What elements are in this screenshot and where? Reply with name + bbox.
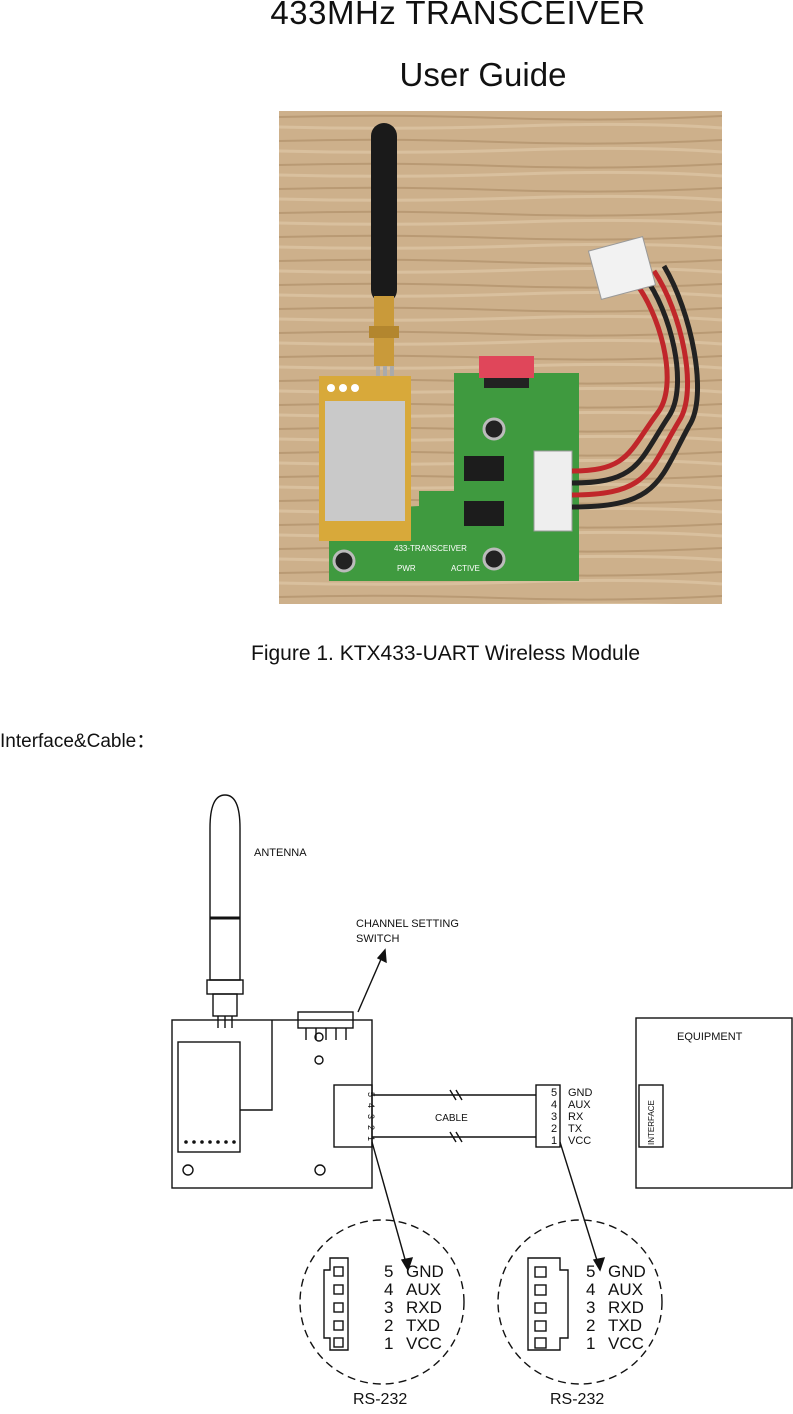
rs232-left-pin-num: 4 — [384, 1280, 393, 1299]
antenna-connector — [206, 979, 244, 995]
rs232-right-housing — [527, 1257, 569, 1351]
rs232-left-circle — [299, 1219, 465, 1385]
rs232-left-pin-name: AUX — [406, 1280, 441, 1299]
cable-label: CABLE — [435, 1113, 468, 1124]
board-pin: 4 — [366, 1103, 376, 1108]
rs232-right-pin-num: 4 — [586, 1280, 595, 1299]
board-pin: 1 — [366, 1136, 376, 1141]
far-pin-name: RX — [568, 1111, 584, 1123]
board-label: 433-TRANSCEIVER — [394, 544, 467, 553]
equipment-interface — [638, 1084, 664, 1148]
rs232-left-pin-num: 3 — [384, 1298, 393, 1317]
rs232-left-pin-num: 5 — [384, 1262, 393, 1281]
far-pin-num: 1 — [551, 1135, 557, 1147]
rs232-left-housing — [323, 1257, 349, 1351]
switch-label-line1: CHANNEL SETTING — [356, 918, 459, 930]
pwr-label: PWR — [397, 564, 416, 573]
far-pin-name: TX — [568, 1123, 583, 1135]
rs232-right-pin-name: RXD — [608, 1298, 644, 1317]
far-pin-name: AUX — [568, 1099, 591, 1111]
rs232-right-pin-num: 3 — [586, 1298, 595, 1317]
rs232-left-pin-name: RXD — [406, 1298, 442, 1317]
far-pin-num: 2 — [551, 1123, 557, 1135]
rs232-left-pin-name: GND — [406, 1262, 444, 1281]
module-outline — [177, 1041, 241, 1153]
rs232-left-label: RS-232 — [353, 1391, 407, 1408]
rs232-right-circle — [497, 1219, 663, 1385]
interface-label: INTERFACE — [647, 1100, 656, 1145]
rs232-left-pin-name: TXD — [406, 1316, 440, 1335]
dip-switch-icon — [479, 356, 534, 388]
board-pin: 2 — [366, 1125, 376, 1130]
far-pin-num: 3 — [551, 1111, 557, 1123]
far-pin-num: 5 — [551, 1087, 557, 1099]
far-end-connector — [535, 1084, 561, 1148]
module-photo-illustration: 433-TRANSCEIVER PWR ACTIVE — [279, 111, 722, 604]
product-photo: 433-TRANSCEIVER PWR ACTIVE — [279, 111, 722, 604]
antenna-label: ANTENNA — [254, 847, 307, 859]
rf-module — [319, 376, 411, 541]
board-pin: 5 — [366, 1092, 376, 1097]
far-pin-name: VCC — [568, 1135, 591, 1147]
rs232-right-label: RS-232 — [550, 1391, 604, 1408]
section-heading: Interface&Cable： — [0, 731, 156, 752]
document-title: 433MHz TRANSCEIVER — [270, 0, 646, 31]
interface-diagram: ANTENNA CHANNEL SETTING SWITCH CABLE EQU… — [150, 790, 793, 1414]
rs232-right-pin-num: 2 — [586, 1316, 595, 1335]
antenna-body — [209, 794, 241, 981]
rs232-left-pin-num: 2 — [384, 1316, 393, 1335]
interface-diagram-svg: ANTENNA CHANNEL SETTING SWITCH CABLE EQU… — [171, 794, 793, 1408]
antenna-icon — [369, 123, 399, 386]
board-connector — [333, 1084, 373, 1148]
rs232-right-pin-num: 5 — [586, 1262, 595, 1281]
far-pin-num: 4 — [551, 1099, 557, 1111]
document-subtitle: User Guide — [399, 56, 567, 93]
rs232-right-pin-name: TXD — [608, 1316, 642, 1335]
rs232-left-pin-name: VCC — [406, 1334, 442, 1353]
equipment-label: EQUIPMENT — [677, 1031, 743, 1043]
rs232-right-pin-num: 1 — [586, 1334, 595, 1353]
active-label: ACTIVE — [451, 564, 480, 573]
figure-caption: Figure 1. KTX433-UART Wireless Module — [251, 642, 641, 665]
equipment-box — [635, 1017, 793, 1189]
switch-label-line2: SWITCH — [356, 933, 399, 945]
cable-connector — [533, 235, 701, 532]
board-pin: 3 — [366, 1114, 376, 1119]
rs232-right-pin-name: GND — [608, 1262, 646, 1281]
far-pin-name: GND — [568, 1087, 593, 1099]
rs232-right-pin-name: AUX — [608, 1280, 643, 1299]
rs232-left-pin-num: 1 — [384, 1334, 393, 1353]
rs232-right-pin-name: VCC — [608, 1334, 644, 1353]
